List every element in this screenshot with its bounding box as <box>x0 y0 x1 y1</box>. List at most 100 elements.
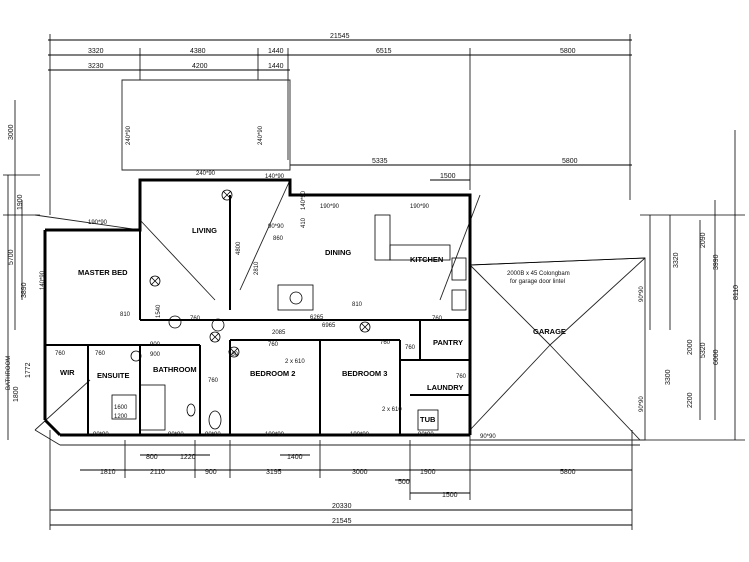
window-label: 90*90 <box>93 432 109 438</box>
left-dimensions: 3000 1900 5700 3890 1772 1800 BATHROOM <box>3 100 40 440</box>
room-bedroom-2: BEDROOM 2 <box>250 369 295 378</box>
room-dining: DINING <box>325 248 351 257</box>
door-label: 900 <box>150 342 161 348</box>
door-label: 760 <box>380 340 391 346</box>
room-garage: GARAGE <box>533 327 566 336</box>
door-label: 760 <box>432 316 443 322</box>
door-label: 760 <box>405 345 416 351</box>
window-label: 240*90 <box>196 171 216 177</box>
ceiling-fan-icons <box>149 189 371 358</box>
internal-dimensions: 6265 6965 2085 2 x 610 2 x 610 4800 2810… <box>114 241 402 420</box>
bottom-dimensions: 1810 2110 900 3195 3000 1900 5800 800 12… <box>49 430 633 530</box>
window-label: 90*90 <box>639 396 645 412</box>
door-label: 760 <box>228 352 239 358</box>
room-bedroom-3: BEDROOM 3 <box>342 369 387 378</box>
door-label: 900 <box>150 352 161 358</box>
dim-left-1: 3000 <box>8 124 15 140</box>
window-label: 140*90 <box>40 270 46 290</box>
fan-icon <box>209 331 221 343</box>
dim-right-7: 3300 <box>665 369 672 385</box>
room-tub: TUB <box>420 415 436 424</box>
garage-note-1: 2000B x 45 Colongbam <box>507 271 570 277</box>
door-label: 760 <box>95 351 106 357</box>
dim-right-6: 5320 <box>700 342 707 358</box>
internal-dim: 2 x 610 <box>382 407 402 413</box>
window-label: 90*90 <box>205 432 221 438</box>
window-label: 90*90 <box>268 224 284 230</box>
window-label: 190*90 <box>410 204 430 210</box>
window-label: 90*90 <box>168 432 184 438</box>
dim-right-1: 3320 <box>673 252 680 268</box>
dim-left-3: 5700 <box>8 249 15 265</box>
window-label: 90*90 <box>418 432 434 438</box>
room-living: LIVING <box>192 226 217 235</box>
dim-overall-bottom-b: 21545 <box>332 518 352 525</box>
dim-top2-a: 3230 <box>88 63 104 70</box>
dim-bottom-5: 3000 <box>352 469 368 476</box>
dim-bottom-7: 5800 <box>560 469 576 476</box>
dim-right-5: 2000 <box>687 339 694 355</box>
window-label: 90*90 <box>480 434 496 440</box>
dim-left-5: 1772 <box>25 362 32 378</box>
dim-bottom-8: 800 <box>146 454 158 461</box>
dim-top-d: 6515 <box>376 48 392 55</box>
fixtures <box>111 214 467 431</box>
dim-bottom-12: 1500 <box>442 492 458 499</box>
dim-right-2: 2090 <box>700 232 707 248</box>
internal-dim: 6965 <box>322 323 336 329</box>
fan-icon <box>221 189 233 201</box>
dim-right-8: 6000 <box>713 349 720 365</box>
window-sizes: 190*90 240*90 140*90 190*90 190*90 90*90… <box>40 125 645 440</box>
fan-icon <box>228 346 240 358</box>
door-label: 760 <box>190 316 201 322</box>
dim-top-b: 4380 <box>190 48 206 55</box>
window-label: 240*90 <box>258 125 264 145</box>
window-label: 140*90 <box>301 190 307 210</box>
dim-bottom-4: 3195 <box>266 469 282 476</box>
internal-dim: 2810 <box>254 261 260 275</box>
room-labels: MASTER BED LIVING DINING KITCHEN GARAGE … <box>60 226 570 424</box>
room-kitchen: KITCHEN <box>410 255 443 264</box>
room-ensuite: ENSUITE <box>97 371 130 380</box>
internal-dim: 6265 <box>310 315 324 321</box>
dim-top2-c: 1440 <box>268 63 284 70</box>
window-label: 190*90 <box>320 204 340 210</box>
internal-dim: 1200 <box>114 414 128 420</box>
dim-left-6: 1800 <box>13 386 20 402</box>
door-label: 760 <box>55 351 66 357</box>
dim-overall-bottom-a: 20330 <box>332 503 352 510</box>
dim-bottom-2: 2110 <box>150 469 165 476</box>
top-dimensions: 21545 3320 4380 1440 6515 5800 3230 4200… <box>48 33 632 215</box>
dim-bottom-9: 1220 <box>180 454 196 461</box>
garage-note-2: for garage door lintel <box>510 279 565 285</box>
dim-left-4: 3890 <box>21 282 28 298</box>
dim-overall-top: 21545 <box>330 33 350 40</box>
door-label: 760 <box>456 374 467 380</box>
internal-dim: 1600 <box>114 405 128 411</box>
window-label: 240*90 <box>126 125 132 145</box>
room-pantry: PANTRY <box>433 338 463 347</box>
dim-top2-b: 4200 <box>192 63 208 70</box>
dim-right-3: 3990 <box>713 254 720 270</box>
window-label: 90*90 <box>639 286 645 302</box>
door-sizes: 810 760 760 760 760 760 810 760 760 760 … <box>55 217 467 384</box>
dim-bottom-11: 500 <box>398 479 410 486</box>
dim-mid-a: 5335 <box>372 158 388 165</box>
room-laundry: LAUNDRY <box>427 383 463 392</box>
door-label: 810 <box>352 302 363 308</box>
dim-left-2: 1900 <box>17 194 24 210</box>
dim-mid-b: 5800 <box>562 158 578 165</box>
dim-top-c: 1440 <box>268 48 284 55</box>
dim-right-4: 8110 <box>733 285 740 300</box>
dim-left-label: BATHROOM <box>6 356 12 390</box>
dim-bottom-3: 900 <box>205 469 217 476</box>
fan-icon <box>359 321 371 333</box>
internal-dim: 2085 <box>272 330 286 336</box>
right-dimensions: 3320 2090 3990 8110 2000 5320 3300 6000 … <box>640 130 745 441</box>
window-label: 140*90 <box>265 174 285 180</box>
door-label: 760 <box>268 342 279 348</box>
dim-mid-c: 1500 <box>440 173 456 180</box>
dim-bottom-1: 1810 <box>100 469 116 476</box>
window-label: 190*90 <box>265 432 285 438</box>
